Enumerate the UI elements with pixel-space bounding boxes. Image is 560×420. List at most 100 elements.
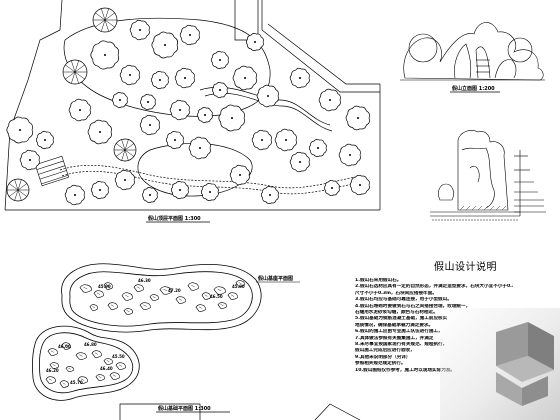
rockery-plan-scale-caption: 假山基础平面图 1:300 [158, 405, 211, 412]
note-line: 7.具体做法参照有关图集施工，并满足 [355, 335, 434, 341]
elevation-label: 47.20 [168, 288, 181, 293]
section-hatch [459, 205, 507, 211]
note-line: 10.假山图纸仅作参考，施工时以现场实际为准。 [355, 367, 456, 373]
tree-icon [35, 131, 54, 149]
tree-icon [174, 67, 195, 89]
tree-icon [165, 131, 184, 149]
rock-icon [103, 282, 113, 290]
rock-icon [77, 376, 88, 384]
rock-icon [123, 308, 133, 315]
tree-icon [62, 59, 88, 85]
rock-icon [49, 362, 59, 369]
tree-icon [113, 138, 137, 162]
elevation-label: 45.50 [112, 354, 125, 359]
tree-icon [151, 31, 178, 59]
note-line: 尺寸不小于0.3m，石块间应搭接牢固。 [355, 290, 437, 296]
note-line: 石缝用水泥砂浆勾缝，颜色与石材相近。 [355, 310, 438, 316]
tree-icon [169, 99, 190, 121]
rock-icon [121, 292, 133, 301]
note-line: 9.其他未说明部分（另详） [355, 354, 411, 360]
rock-icon [65, 366, 74, 372]
tree-icon [140, 94, 156, 110]
rock-icon [93, 290, 104, 298]
tree-icon [170, 181, 189, 199]
note-line: 4.假山石堆砌时要做到石与石之间搭接合理，纹理统一， [355, 303, 471, 309]
tree-icon [232, 65, 257, 91]
rock-icon [227, 292, 238, 300]
rockery-plan-lower [32, 325, 140, 401]
tree-icon [212, 82, 228, 98]
note-line: 5.假山基础为钢筋混凝土基础，施工前应核实 [355, 316, 448, 322]
rock-icon [107, 302, 118, 310]
tree-icon [338, 143, 361, 167]
tree-icon [210, 51, 229, 69]
rockery-section [430, 130, 546, 221]
rockery-plan-caption: 假山基座平面图 [258, 275, 293, 282]
tree-icon [260, 186, 279, 204]
elevation-label: 46.40 [100, 366, 113, 371]
elevation-label: 45.80 [232, 284, 245, 289]
rockery-plan-upper [61, 263, 262, 333]
note-line: 3.假山石均应与基础可靠连接，用于小型假山。 [355, 297, 452, 303]
tree-icon [197, 107, 213, 123]
tree-icon [139, 114, 160, 136]
tree-icon [349, 174, 370, 196]
elevation-label: 45.70 [70, 380, 83, 385]
rock-icon [103, 358, 113, 365]
tree-icon [6, 178, 30, 202]
site-plan [4, 0, 381, 420]
tree-icon [119, 64, 140, 86]
rock-icon [61, 342, 71, 350]
elevation-label: 46.80 [84, 342, 97, 347]
tree-icon [142, 187, 158, 203]
tree-icon [150, 71, 169, 89]
tree-icon [114, 169, 135, 191]
notes-list: 1.假山石采用假山石。2.假山石选材应具有一定的自然形态，并满足造型要求，石块大… [355, 278, 513, 374]
rock-icon [213, 286, 226, 295]
tree-icon [289, 67, 310, 89]
rock-icon [175, 296, 186, 304]
tree-icon [256, 84, 279, 108]
elevation-label: 46.20 [46, 368, 59, 373]
rock-icon [59, 380, 69, 388]
tree-icon [68, 98, 91, 122]
rock-icon [95, 374, 105, 381]
tree-icon [245, 33, 264, 51]
tree-icon [179, 24, 200, 46]
rock-icon [75, 352, 87, 360]
rock-icon [217, 302, 227, 309]
tree-icon [289, 151, 310, 173]
rock-icon [79, 284, 92, 293]
rock-icon [115, 362, 126, 370]
tree-icon [64, 184, 85, 206]
tree-icon [274, 128, 297, 152]
rock-cluster-upper [79, 280, 245, 315]
rock-icon [159, 286, 172, 295]
rock-icon [91, 350, 102, 358]
tree-icon [218, 104, 245, 132]
elevation-label: 46.50 [210, 294, 223, 299]
tree-icon [308, 139, 327, 157]
rock-icon [109, 372, 120, 380]
rock-icon [139, 302, 151, 310]
note-line: 8.未尽事宜按国家现行有关规范、规程执行， [355, 342, 448, 348]
rock-icon [89, 304, 98, 311]
rock-icon [133, 284, 144, 292]
rock-icon [187, 282, 199, 291]
tree-icon [90, 181, 109, 199]
tree-icon [318, 88, 341, 112]
rock-icon [201, 292, 211, 300]
note-line: 地质情况，确保基础承载力满足要求。 [355, 322, 434, 328]
notes-title: 假山设计说明 [434, 262, 497, 273]
elevation-caption: 假山立面图 1:200 [452, 85, 495, 92]
rockery-elevation [400, 22, 545, 81]
rock-icon [45, 376, 56, 384]
rock-cluster-lower [45, 342, 126, 388]
tree-icon [92, 7, 118, 33]
note-line: 参照相关规范规定执行。 [355, 361, 406, 367]
tree-canopies [6, 7, 370, 206]
tree-icon [112, 92, 128, 108]
note-line: 6.假山的施工应由专业施工队伍进行施工， [355, 329, 443, 335]
tree-icon [324, 180, 340, 196]
